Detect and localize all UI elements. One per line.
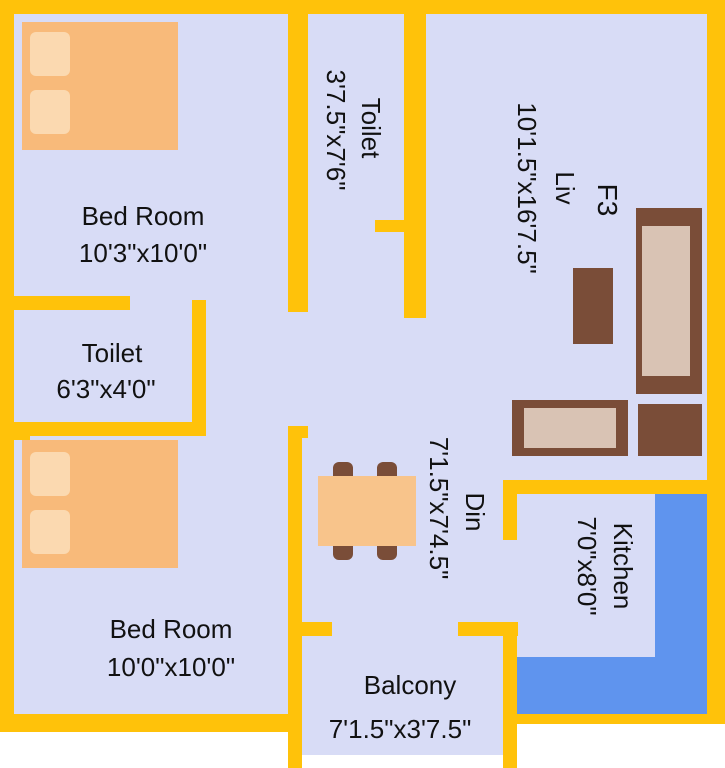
wall-outer-left: [0, 0, 14, 732]
living-furniture: [512, 208, 702, 456]
wall-balcony-top-left: [288, 622, 332, 636]
wall-outer-bottom-right: [505, 714, 725, 724]
dining-name: Din: [460, 492, 490, 531]
wall-toilet-left-bottom: [0, 422, 206, 436]
dining-set: [318, 462, 416, 560]
wall-toilet-left-right: [192, 300, 206, 426]
bed1-pillow-bottom: [30, 90, 70, 134]
coffee-table: [573, 268, 613, 344]
living-name: Liv: [550, 171, 580, 204]
bedroom1-name: Bed Room: [82, 201, 205, 231]
bed-bedroom2: [22, 440, 178, 568]
floor-balcony: [296, 625, 510, 755]
bedroom2-size: 10'0"x10'0": [107, 652, 235, 682]
wall-balcony-top-right: [458, 622, 518, 636]
wall-bed2-stub: [288, 426, 308, 438]
wall-balcony-left: [288, 622, 302, 768]
wall-balcony-right: [503, 622, 517, 768]
wall-bed1-bottom: [0, 296, 130, 310]
counter-bottom: [515, 657, 707, 714]
toilet-top-name: Toilet: [356, 98, 386, 159]
wall-outer-top: [0, 0, 725, 14]
bed2-pillow-bottom: [30, 510, 70, 554]
wall-kitchen-left: [503, 480, 517, 540]
toilet-top-size: 3'7.5"x7'6": [321, 70, 351, 191]
sofa-main-cushion: [642, 226, 690, 376]
wall-toilet-top-right: [404, 0, 426, 318]
bedroom1-size: 10'3"x10'0": [79, 238, 207, 268]
toilet-left-size: 6'3"x4'0": [56, 374, 155, 404]
bedroom2-name: Bed Room: [110, 614, 233, 644]
side-seat: [638, 404, 702, 456]
wall-bed2-top-stub: [0, 430, 30, 440]
kitchen-size: 7'0"x8'0": [572, 516, 602, 615]
balcony-size: 7'1.5"x3'7.5": [329, 714, 472, 744]
wall-toilet-top-left: [298, 0, 308, 312]
wall-bed2-right: [288, 426, 302, 622]
flat-id: F3: [592, 184, 623, 217]
kitchen-name: Kitchen: [608, 523, 638, 610]
bed2-pillow-top: [30, 452, 70, 496]
toilet-left-name: Toilet: [82, 338, 143, 368]
room-labels: Bed Room 10'3"x10'0" Toilet 6'3"x4'0" To…: [56, 70, 638, 744]
wall-outer-right: [707, 0, 725, 722]
armchair-cushion: [524, 408, 616, 448]
wall-outer-bottom: [0, 714, 300, 732]
dining-table: [318, 476, 416, 546]
living-size: 10'1.5"x16'7.5": [512, 102, 542, 274]
balcony-name: Balcony: [364, 670, 457, 700]
dining-size: 7'1.5"x7'4.5": [424, 437, 454, 580]
bed-bedroom1: [22, 22, 178, 150]
wall-kitchen-top: [505, 480, 725, 494]
kitchen-counter: [515, 492, 707, 714]
bed1-pillow-top: [30, 32, 70, 76]
